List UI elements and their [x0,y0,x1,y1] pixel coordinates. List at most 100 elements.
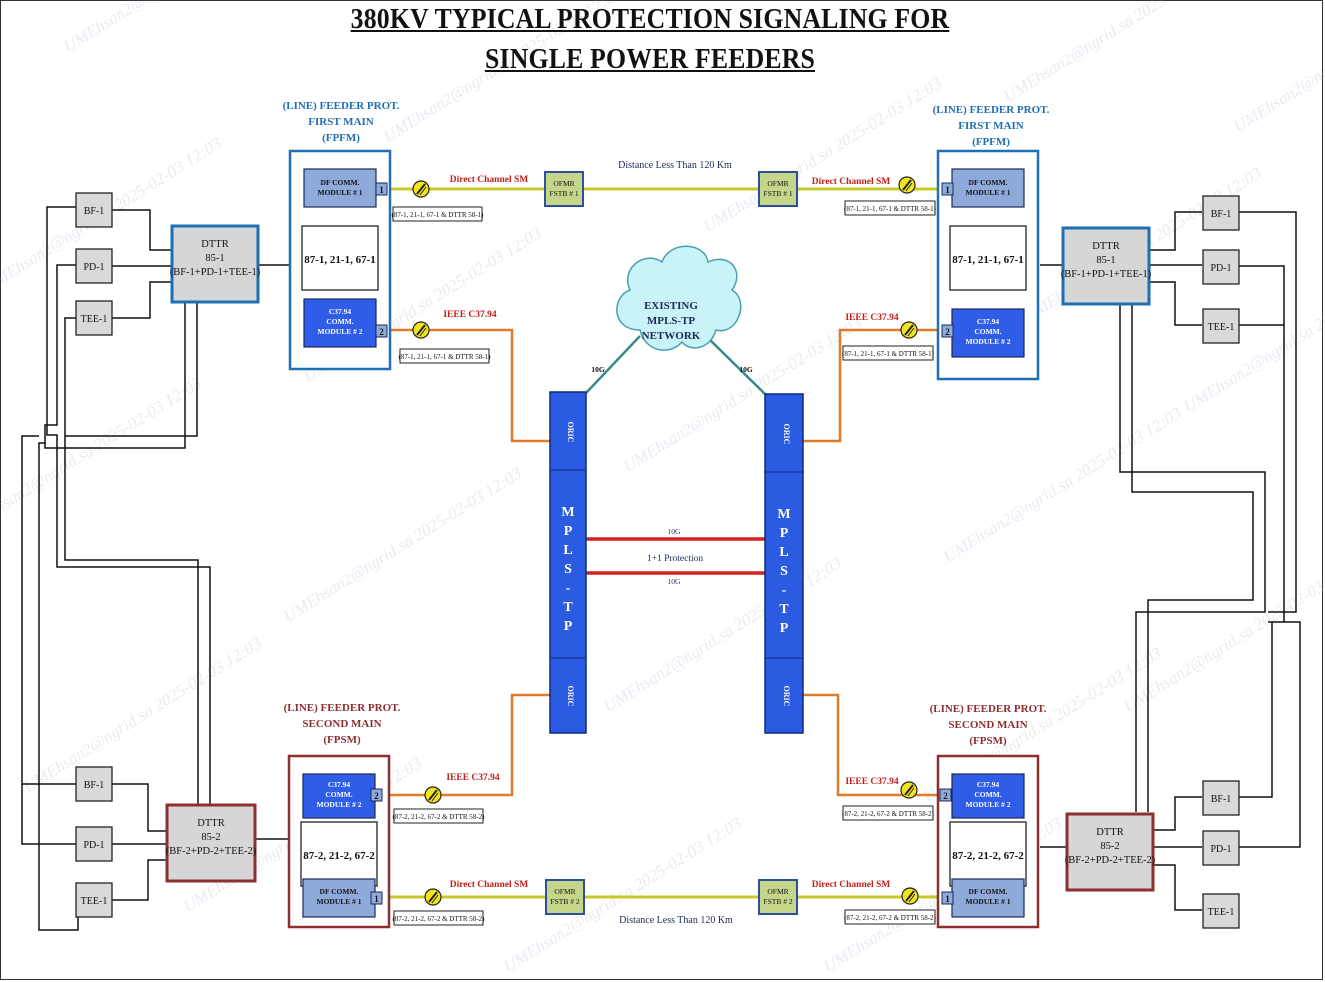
signal-tag-text: (87-2, 21-2, 67-2 & DTTR 58-2) [393,915,486,923]
dttr-label: DTTR [1092,241,1119,252]
dttr-box [1065,812,1155,892]
dttr-label: DTTR [1096,827,1123,838]
connector-line [112,209,172,251]
panel-heading: (LINE) FEEDER PROT. [284,702,401,714]
input-label: BF-1 [84,780,105,791]
dttr-label: 85-2 [1100,841,1119,852]
diagram-title-line2: SINGLE POWER FEEDERS [484,44,816,75]
relay-functions: 87-2, 21-2, 67-2 [952,850,1024,862]
coupler-slash [904,324,914,336]
input-box [75,882,113,918]
ieee-label: IEEE C37.94 [443,310,497,320]
connector-line [112,281,172,319]
input-label: PD-1 [83,840,104,851]
panel-heading: (FPFM) [972,136,1010,148]
input-box [75,766,113,802]
mpls-letter: S [780,564,788,579]
coupler-slash [907,327,915,337]
coupler-slash [905,890,915,902]
port-number: 1 [945,894,950,904]
distance-label: Distance Less Than 120 Km [619,915,733,926]
link-speed-label: 10G [668,577,682,586]
connector-line [112,859,167,901]
mpls-letter: T [563,600,573,615]
dttr-label: (BF-1+PD-1+TEE-1) [1061,269,1152,280]
coupler-slash [904,784,914,796]
link-speed-label: 10G [668,527,682,536]
port-number: 2 [945,327,950,337]
input-box [1202,830,1240,866]
direct-channel-label: Direct Channel SM [812,177,890,187]
input-box [1202,780,1240,816]
dttr-box [170,224,260,304]
dttr-label: (BF-2+PD-2+TEE-2) [166,846,257,857]
coupler-slash [428,891,438,903]
comm-module [303,168,377,208]
module-label: COMM. [325,790,352,799]
signal-tag [393,910,484,926]
module-label: MODULE # 2 [966,337,1011,346]
port-number: 1 [379,185,384,195]
mpls-letter: - [566,581,571,596]
module-label: C37.94 [977,780,1000,789]
link-speed-label: 10G [591,365,605,374]
signal-tag [842,805,934,821]
direct-channel-label: Direct Channel SM [812,880,890,890]
signal-tag-text: (87-2, 21-2, 67-2 & DTTR 58-2) [393,813,486,821]
signal-tag-text: (87-2, 21-2, 67-2 & DTTR 58-2) [842,810,935,818]
connector-line [21,435,78,785]
ofmr-label: FSTB # 1 [549,189,578,198]
connector-line [1148,211,1202,251]
module-label: DF COMM. [320,887,359,896]
diagram-title-line1: 380KV TYPICAL PROTECTION SIGNALING FOR [350,4,950,35]
panel-heading: (FPFM) [322,132,360,144]
input-box [1202,249,1240,285]
connector-line [1239,211,1297,613]
signal-tag-text: (87-1, 21-1, 67-1 & DTTR 58-1) [399,353,492,361]
cloud-network [616,245,742,351]
signal-tag [844,909,936,925]
connector-line [1153,864,1202,911]
ieee-label: IEEE C37.94 [845,777,899,787]
connector-line [1153,796,1202,831]
ofmr-label: OFMR [553,179,574,188]
panel-heading: (FPSM) [323,734,361,746]
module-label: MODULE # 2 [966,800,1011,809]
relay-functions: 87-2, 21-2, 67-2 [303,850,375,862]
module-label: DF COMM. [969,178,1008,187]
signal-tag-text: (87-1, 21-1, 67-1 & DTTR 58-1) [392,211,485,219]
coupler-slash [908,893,916,903]
comm-port [375,182,388,196]
mpls-uplink [707,337,767,396]
relay-functions: 87-1, 21-1, 67-1 [952,254,1024,266]
connector-line [1239,265,1285,623]
connector-line [65,303,198,437]
input-label: TEE-1 [81,896,108,907]
input-label: BF-1 [1211,209,1232,220]
module-label: COMM. [974,327,1001,336]
connector-line [1119,303,1266,812]
port-number: 2 [943,791,948,801]
ofmr-box [758,879,798,915]
ofmr-box [544,171,584,207]
connector-line [64,317,199,805]
comm-module [951,773,1025,819]
dttr-box [1061,226,1151,306]
relay-box [301,225,379,291]
dttr-box [165,803,257,883]
protection-label: 1+1 Protection [647,554,704,564]
ieee-link [803,693,940,797]
mpls-letter: T [779,602,789,617]
mpls-letter: L [779,545,788,560]
mpls-letter: P [780,621,789,636]
ofmr-label: FSTB # 2 [550,897,579,906]
ofmr-box [758,171,798,207]
ofmr-label: OFMR [767,179,788,188]
input-label: TEE-1 [81,314,108,325]
wiring-layer [21,187,1301,931]
connector-line [38,264,79,931]
oric-label: ORIC [782,424,791,445]
panel-heading: SECOND MAIN [948,719,1027,731]
signal-tag [842,345,934,361]
